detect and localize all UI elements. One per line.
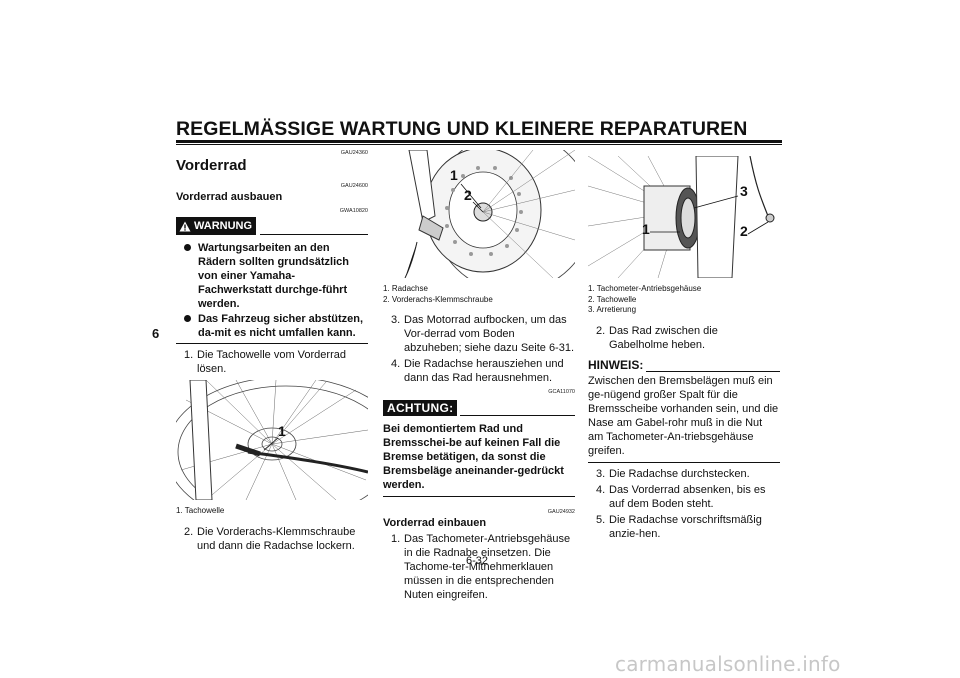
- note-end-rule: [588, 461, 780, 463]
- step-item: 2. Die Vorderachs-Klemmschraube und dann…: [184, 525, 356, 552]
- reference-code: GWA10820: [339, 208, 368, 214]
- step-item: 5. Die Radachse vorschriftsmäßig anzie-h…: [596, 513, 762, 540]
- steps-list: 3. Die Radachse durchstecken. 4. Das Vor…: [588, 467, 780, 541]
- wheel-illustration: [165, 376, 407, 528]
- page-header-title: REGELMÄSSIGE WARTUNG UND KLEINERE REPARA…: [176, 118, 748, 140]
- warning-item: Wartungsarbeiten an den Rädern sollten g…: [176, 241, 368, 311]
- callout-label: 2: [740, 223, 748, 239]
- steps-list: 3. Das Motorrad aufbocken, um das Vor-de…: [383, 313, 575, 385]
- step-item: 3. Das Motorrad aufbocken, um das Vor-de…: [391, 314, 575, 354]
- bullet-icon: [184, 315, 191, 322]
- note-rule: [646, 370, 780, 372]
- step-item: 3. Die Radachse durchstecken.: [596, 467, 750, 480]
- step-item: 2. Das Rad zwischen die Gabelholme heben…: [596, 324, 718, 351]
- column-2: 1 2 1. Radachse 2. Vorderachs-Klemmschra…: [383, 131, 594, 604]
- warning-rule: [260, 233, 368, 235]
- header-rule-thin: [176, 144, 782, 145]
- warning-item: Das Fahrzeug sicher abstützen, da-mit es…: [176, 312, 368, 340]
- steps-list: 2. Die Vorderachs-Klemmschraube und dann…: [176, 525, 368, 553]
- warning-triangle-icon: [179, 221, 191, 231]
- section-title: Vorderrad: [176, 157, 247, 174]
- column-1: GAU24360 Vorderrad GAU24600 Vorderrad au…: [165, 150, 407, 555]
- note-label: HINWEIS:: [588, 357, 644, 372]
- step-item: 4. Das Vorderrad absenken, bis es auf de…: [596, 483, 766, 510]
- bullet-icon: [184, 244, 191, 251]
- steps-list: 2. Das Rad zwischen die Gabelholme heben…: [588, 324, 780, 352]
- reference-code: GAU24932: [547, 509, 575, 515]
- steps-list: 1. Das Tachometer-Antriebsgehäuse in die…: [383, 532, 575, 602]
- attention-text: Bei demontiertem Rad und Bremsschei-be a…: [383, 423, 564, 491]
- figure-front-axle: 1 2: [383, 131, 594, 293]
- callout-label: 1: [278, 423, 286, 439]
- header-rule: [176, 140, 782, 143]
- attention-rule: [460, 415, 575, 416]
- callout-label: 3: [740, 183, 748, 199]
- figure-caption: 1. Radachse 2. Vorderachs-Klemmschraube: [383, 284, 493, 304]
- brake-disc-illustration: [404, 131, 594, 293]
- callout-label: 1: [450, 167, 458, 183]
- callout-label: 1: [642, 221, 650, 237]
- step-item: 1. Das Tachometer-Antriebsgehäuse in die…: [391, 533, 571, 601]
- steps-list: 1. Die Tachowelle vom Vorderrad lösen.: [176, 348, 368, 376]
- warning-end-rule: [176, 343, 368, 344]
- reference-code: GAU24600: [340, 183, 368, 189]
- chapter-tab: 6: [152, 326, 160, 341]
- page-number: 6-32: [466, 555, 489, 567]
- warning-header: WARNUNG: [176, 217, 368, 235]
- attention-header: ACHTUNG:: [383, 400, 575, 416]
- note-header: HINWEIS:: [588, 358, 780, 372]
- hub-illustration: [587, 155, 775, 279]
- note-text: Zwischen den Bremsbelägen muß ein ge-nüg…: [588, 374, 779, 457]
- figure-speedometer-gear-housing: 1 2 3: [587, 155, 780, 279]
- figure-speedometer-cable: 1: [165, 376, 407, 528]
- attention-end-rule: [383, 496, 575, 497]
- watermark-link[interactable]: carmanualsonline.info: [615, 652, 841, 676]
- reference-code: GCA11070: [548, 389, 575, 395]
- warning-label: WARNUNG: [194, 220, 253, 232]
- step-item: 4. Die Radachse herausziehen und dann da…: [391, 358, 564, 384]
- attention-badge: ACHTUNG:: [383, 400, 458, 416]
- figure-caption: 1. Tachometer-Antriebsgehäuse 2. Tachowe…: [588, 284, 702, 314]
- warning-list: Wartungsarbeiten an den Rädern sollten g…: [176, 241, 368, 340]
- subsection-title: Vorderrad ausbauen: [176, 191, 283, 203]
- figure-caption: 1. Tachowelle: [176, 506, 225, 515]
- callout-label: 2: [464, 187, 472, 203]
- step-item: 1. Die Tachowelle vom Vorderrad lösen.: [184, 349, 346, 375]
- warning-badge: WARNUNG: [176, 217, 257, 235]
- reference-code: GAU24360: [340, 150, 368, 156]
- subsection-title: Vorderrad einbauen: [383, 517, 487, 529]
- column-3: 1 2 3 1. Tachometer-Antriebsgehäuse 2. T…: [587, 150, 780, 543]
